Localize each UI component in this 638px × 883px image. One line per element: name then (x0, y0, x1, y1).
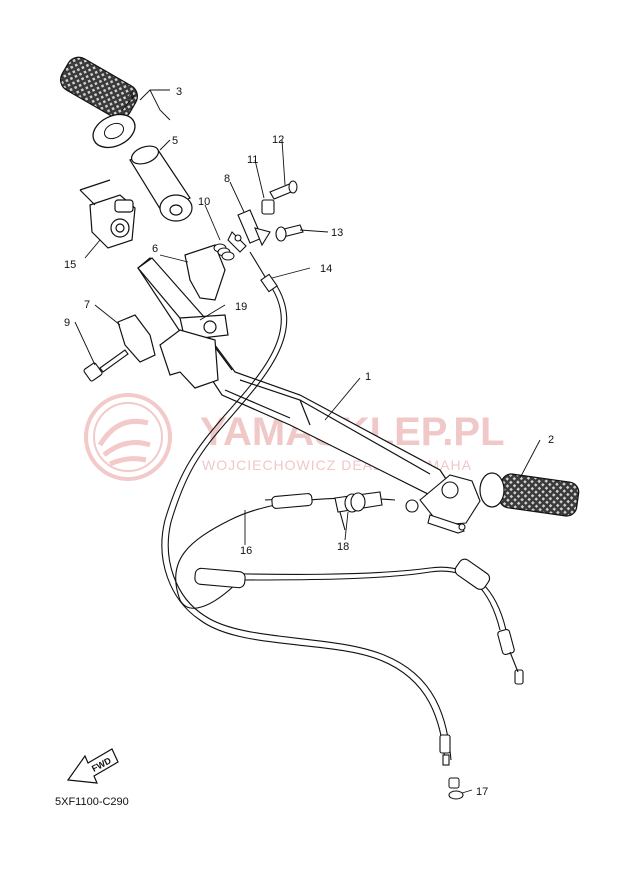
callout-9: 9 (64, 317, 70, 329)
callout-19: 19 (235, 301, 247, 313)
fwd-arrow-icon: FWD (66, 748, 119, 784)
throttle-cable (161, 251, 452, 766)
callout-6: 6 (152, 243, 158, 255)
o-ring (448, 790, 464, 800)
callout-7: 7 (84, 299, 90, 311)
clutch-cable (175, 493, 524, 685)
diagram-code: 5XF1100-C290 (55, 796, 129, 808)
callout-18: 18 (337, 541, 349, 553)
callout-10: 10 (198, 196, 210, 208)
callout-1: 1 (365, 371, 371, 383)
throttle-tube (129, 145, 193, 222)
callout-15: 15 (64, 259, 76, 271)
callout-2: 2 (548, 434, 554, 446)
callout-8: 8 (224, 173, 230, 185)
callout-4: 4 (128, 90, 134, 102)
callout-17: 17 (476, 786, 488, 798)
callout-13: 13 (331, 227, 343, 239)
cable-end (448, 777, 460, 789)
watermark-logo-icon (84, 393, 172, 481)
spring (213, 243, 235, 261)
right-grip (479, 472, 580, 517)
bolt (83, 349, 129, 382)
cable-adjuster (334, 491, 419, 531)
throttle-body (137, 244, 229, 389)
bracket (117, 314, 156, 363)
throttle-housing (79, 179, 136, 249)
callout-12: 12 (272, 134, 284, 146)
left-grip (60, 56, 138, 149)
adjuster-parts (213, 180, 304, 261)
callout-11: 11 (247, 154, 258, 166)
callout-16: 16 (240, 545, 252, 557)
callout-14: 14 (320, 263, 332, 275)
clutch-perch (419, 474, 481, 534)
callout-3: 3 (176, 86, 182, 98)
leader-lines (74, 89, 541, 794)
callout-5: 5 (172, 135, 178, 147)
callouts: 1 2 3 4 5 6 7 8 9 10 11 12 13 14 15 16 1… (64, 86, 554, 798)
